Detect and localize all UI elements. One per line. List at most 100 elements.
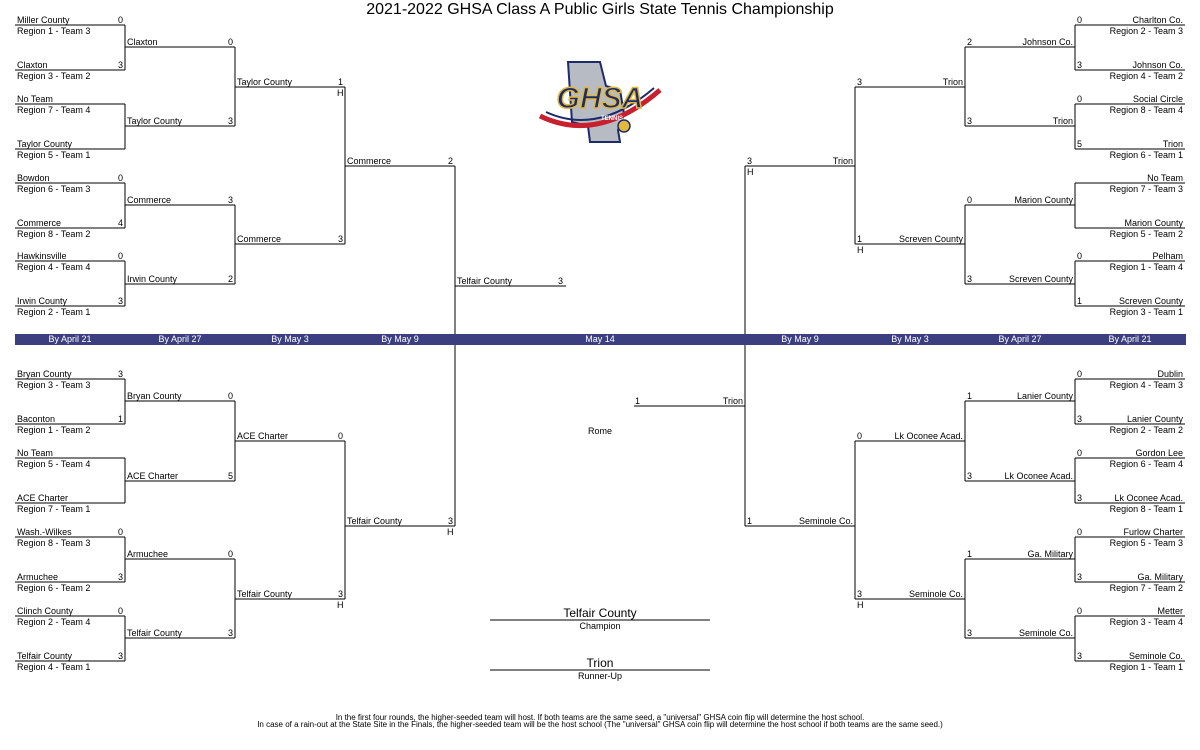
final-right-team: Trion [722,396,743,406]
r3-team-name: Telfair County [237,589,293,599]
r1-team-name: No Team [1147,173,1183,183]
r1-team-name: Clinch County [17,606,74,616]
r2-team-score: 5 [227,471,233,481]
r1-team-score: 1 [1077,296,1083,306]
rainout-note: In case of a rain-out at the State Site … [257,720,943,729]
r1-team-seed: Region 3 - Team 1 [1109,307,1183,317]
r1-team-name: Wash.-Wilkes [17,527,72,537]
r2-team-name: Lk Oconee Acad. [1004,471,1073,481]
r1-team-name: Charlton Co. [1132,15,1183,25]
r1-team-seed: Region 4 - Team 1 [17,662,91,672]
r1-team-name: Ga. Military [1137,572,1183,582]
r2-team-score: 0 [227,37,233,47]
r3-team-name: Commerce [237,234,282,244]
r1-team-seed: Region 3 - Team 4 [1109,617,1183,627]
ghsa-logo-icon: GHSA TENNIS [538,61,662,143]
round-date-label: May 14 [585,334,615,344]
round-date-label: By May 3 [271,334,309,344]
r3-team-name: Trion [942,77,963,87]
r1-team-score: 0 [1077,15,1083,25]
r2-team-name: Trion [1052,116,1073,126]
r1-team-score: 0 [1077,527,1083,537]
r1-team-score: 0 [117,527,123,537]
r1-team-seed: Region 1 - Team 1 [1109,662,1183,672]
r1-team-score: 3 [117,369,123,379]
r1-team-name: Social Circle [1132,94,1183,104]
r3-host-marker: H [337,88,344,98]
r1-team-name: Claxton [17,60,48,70]
r1-team-name: Dublin [1157,369,1183,379]
r2-team-score: 1 [967,391,973,401]
runner-up-label: Runner-Up [577,671,623,681]
svg-text:TENNIS: TENNIS [601,116,623,122]
r1-team-name: Seminole Co. [1128,651,1183,661]
r1-team-score: 3 [1077,60,1083,70]
r2-team-name: Marion County [1014,195,1073,205]
r4-host-marker: H [747,167,754,177]
r1-team-seed: Region 7 - Team 1 [17,504,91,514]
r1-team-name: Metter [1157,606,1183,616]
r1-team-score: 0 [1077,606,1083,616]
r2-team-name: Taylor County [127,116,183,126]
r1-team-name: Marion County [1124,218,1183,228]
r1-team-seed: Region 6 - Team 1 [1109,150,1183,160]
r1-team-name: Screven County [1118,296,1183,306]
r1-team-score: 0 [117,606,123,616]
r1-team-seed: Region 6 - Team 4 [1109,459,1183,469]
r1-team-score: 3 [1077,493,1083,503]
r2-team-name: Ga. Military [1027,549,1073,559]
r1-team-name: Trion [1162,139,1183,149]
svg-text:GHSA: GHSA [557,82,644,115]
round-date-label: By May 9 [381,334,419,344]
r3-team-score: 3 [337,234,343,244]
r1-team-seed: Region 1 - Team 2 [17,425,91,435]
r1-team-score: 0 [1077,94,1083,104]
r4-team-score: 2 [447,156,453,166]
r1-team-score: 3 [117,296,123,306]
r1-team-name: Johnson Co. [1132,60,1183,70]
r3-host-marker: H [857,600,864,610]
r1-team-seed: Region 8 - Team 4 [1109,105,1183,115]
champion-name: Telfair County [563,606,637,620]
r1-team-name: Furlow Charter [1123,527,1183,537]
r1-team-name: Gordon Lee [1135,448,1183,458]
r1-team-seed: Region 5 - Team 1 [17,150,91,160]
r2-team-score: 0 [227,391,233,401]
r1-team-score: 3 [117,572,123,582]
r1-team-score: 0 [117,173,123,183]
r1-team-name: No Team [17,94,53,104]
r1-team-score: 4 [117,218,123,228]
r4-team-name: Seminole Co. [798,516,853,526]
r2-team-score: 3 [967,274,973,284]
r1-team-name: Bowdon [17,173,50,183]
r1-team-seed: Region 3 - Team 3 [17,380,91,390]
final-site: Rome [588,426,613,436]
champion-label: Champion [579,621,621,631]
r3-team-name: Lk Oconee Acad. [894,431,963,441]
r3-host-marker: H [857,245,864,255]
r1-team-seed: Region 3 - Team 2 [17,71,91,81]
final-left-team: Telfair County [457,276,513,286]
r1-team-name: Telfair County [17,651,73,661]
r1-team-name: ACE Charter [17,493,69,503]
r3-team-name: ACE Charter [237,431,289,441]
r4-team-score: 1 [747,516,753,526]
r1-team-seed: Region 1 - Team 4 [1109,262,1183,272]
r1-team-score: 5 [1077,139,1083,149]
r2-team-score: 3 [967,471,973,481]
round-date-label: By April 27 [158,334,202,344]
r3-team-name: Taylor County [237,77,293,87]
r1-team-seed: Region 2 - Team 1 [17,307,91,317]
r1-team-score: 3 [117,60,123,70]
r2-team-score: 2 [227,274,233,284]
round-date-label: By May 9 [781,334,819,344]
r1-team-seed: Region 5 - Team 2 [1109,229,1183,239]
r1-team-name: Bryan County [17,369,72,379]
final-right-score: 1 [635,396,641,406]
r1-team-name: Miller County [17,15,70,25]
r3-team-score: 1 [337,77,343,87]
r1-team-score: 0 [117,15,123,25]
r2-team-score: 3 [967,116,973,126]
r2-team-name: Johnson Co. [1022,37,1073,47]
